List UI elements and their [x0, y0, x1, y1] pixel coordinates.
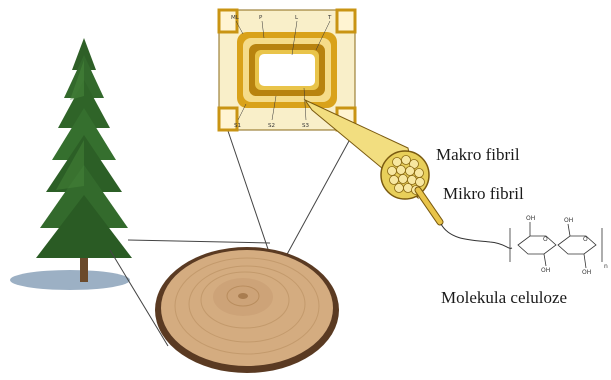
label-mikro-fibril: Mikro fibril	[443, 184, 524, 204]
pine-tree-icon	[36, 38, 132, 282]
chem-o-2: O	[583, 236, 588, 243]
label-s2: S2	[268, 123, 275, 129]
chem-o-1: O	[543, 236, 548, 243]
chem-oh-3: OH	[564, 217, 573, 224]
chem-oh-4: OH	[582, 269, 591, 276]
chem-oh-2: OH	[541, 267, 550, 274]
label-s3: S3	[302, 123, 309, 129]
label-molekula-celuloze: Molekula celuloze	[441, 288, 567, 308]
cell-wall-inset: ML P L T S1 S2 S3	[219, 10, 355, 130]
tree-shadow	[10, 270, 130, 290]
wood-log-icon	[155, 247, 339, 373]
label-ml: ML	[231, 15, 240, 21]
macrofibril-cone	[305, 100, 429, 199]
cellulose-molecule: OH O O OH OH OH n	[510, 215, 608, 276]
label-s1: S1	[234, 123, 241, 129]
chem-oh-1: OH	[526, 215, 535, 222]
chem-n: n	[604, 263, 608, 270]
label-makro-fibril: Makro fibril	[436, 145, 520, 165]
label-t: T	[327, 15, 332, 21]
